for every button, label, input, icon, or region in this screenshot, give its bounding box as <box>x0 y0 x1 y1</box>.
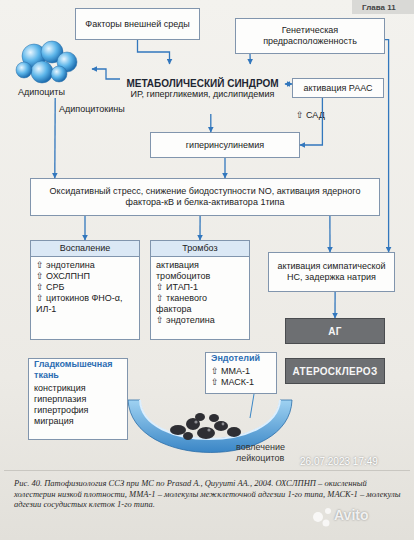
factor-box: Генетическая предрасположенность <box>235 18 385 54</box>
edge-label: Адипоцитокины <box>59 104 125 115</box>
process-box: активация РААС <box>292 78 384 98</box>
watermark-logo <box>313 508 331 527</box>
adipocyte-spheres <box>12 40 92 84</box>
adipocyte-cell <box>16 62 32 78</box>
plaque-highlights <box>194 420 224 431</box>
node-text-line: ⇧ эндотелина <box>31 260 139 271</box>
node-text-line: ⇧ МАСК-1 <box>206 377 276 388</box>
node-text: Эндотелий <box>206 353 276 364</box>
figure-caption: Рис. 40. Патофизиология ССЗ при МС по Pr… <box>14 478 404 510</box>
flow-arrow <box>199 216 200 240</box>
leader-line <box>250 394 254 418</box>
outcome-box: АГ <box>285 318 385 344</box>
page-rule <box>4 470 410 471</box>
note-label: 26.07.2023 17:49 <box>300 456 378 467</box>
flow-arrow <box>138 40 170 64</box>
flow-arrow <box>84 216 85 240</box>
node-text-line: ⇧ цитокинов ФНО-α, ИЛ-1 <box>31 293 139 315</box>
process-box: гиперинсулинемия <box>150 132 300 158</box>
factor-box: Факторы внешней среды <box>75 8 200 40</box>
node-text: Воспаление <box>31 241 139 257</box>
tissue-box: Гладкомышечная ткань констрикциягиперплаз… <box>28 358 128 440</box>
process-box: Оксидативный стресс, снижение биодоступн… <box>30 178 380 216</box>
note-label: Глава 11 <box>362 2 396 13</box>
node-text-line: гипертрофия <box>29 405 127 416</box>
adipocyte-cell <box>31 61 53 83</box>
flow-arrow <box>334 292 335 318</box>
node-text-line: активация тромбоцитов <box>151 260 249 282</box>
plaque-cells <box>170 413 241 440</box>
flow-arrow <box>210 114 211 132</box>
syndrome-node: МЕТАБОЛИЧЕСКИЙ СИНДРОМИР, гипергликемия,… <box>120 64 285 114</box>
node-text-line: ИР, гипергликемия, дислипидемия <box>124 89 281 100</box>
node-text: АГ <box>290 326 380 337</box>
list-box: Воспаление ⇧ эндотелина⇧ ОХСЛПНП⇧ СРБ⇧ ци… <box>30 240 140 340</box>
node-text-line: ⇧ эндотелина <box>151 315 249 326</box>
edge-label: ⇧ САД <box>296 110 325 121</box>
flow-arrow <box>329 216 330 252</box>
list-box: Тромбоз активация тромбоцитов⇧ ИТАП-1⇧ тк… <box>150 240 250 340</box>
flow-arrow <box>92 69 120 79</box>
node-text-line: ⇧ ИТАП-1 <box>151 282 249 293</box>
node-text: АТЕРОСКЛЕРОЗ <box>290 366 380 377</box>
flow-arrow <box>285 83 292 84</box>
node-text-line: ⇧ тканевого фактора <box>151 293 249 315</box>
tissue-box: Эндотелий ⇧ ММА-1⇧ МАСК-1 <box>205 352 277 394</box>
flow-arrow <box>224 158 225 178</box>
note-label: вовлечение лейкоцитов <box>236 442 296 464</box>
flow-arrow <box>54 98 56 178</box>
node-text: активация РААС <box>297 83 379 94</box>
flow-arrow <box>385 40 389 252</box>
node-text-line: ⇧ ММА-1 <box>206 366 276 377</box>
node-text: Генетическая предрасположенность <box>240 25 380 47</box>
node-text-line: гиперплазия <box>29 394 127 405</box>
node-text: гиперинсулинемия <box>155 140 295 151</box>
chapter-tab <box>352 0 414 14</box>
vessel-lumen-edge <box>140 400 280 439</box>
flow-arrow <box>300 98 322 145</box>
node-text: МЕТАБОЛИЧЕСКИЙ СИНДРОМ <box>124 78 281 89</box>
outcome-box: АТЕРОСКЛЕРОЗ <box>285 358 385 384</box>
node-text: Гладкомышечная ткань <box>29 359 127 381</box>
node-text: Тромбоз <box>151 241 249 257</box>
node-text: Адипоциты <box>12 87 92 98</box>
process-box: активация симпатической НС, задержка нат… <box>268 252 395 292</box>
node-text: Оксидативный стресс, снижение биодоступн… <box>35 186 375 208</box>
adipocyte-cell <box>51 66 67 82</box>
node-text: Факторы внешней среды <box>80 19 195 30</box>
node-text-line: констрикция <box>29 383 127 394</box>
flow-arrow <box>249 54 251 64</box>
note-label: Avito <box>334 510 368 521</box>
adipocyte-cluster: Адипоциты <box>12 40 92 98</box>
node-text-line: миграция <box>29 416 127 427</box>
node-text-line: ⇧ СРБ <box>31 282 139 293</box>
node-text-line: ⇧ ОХСЛПНП <box>31 271 139 282</box>
node-text: активация симпатической НС, задержка нат… <box>273 261 390 283</box>
